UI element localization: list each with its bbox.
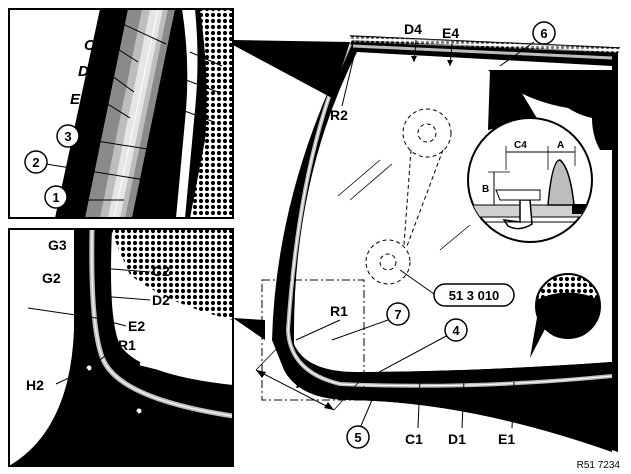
part-number-tag: 51 3 010 <box>399 269 515 307</box>
label-h1: H1 <box>92 429 110 445</box>
label-e1: E1 <box>498 431 515 447</box>
label-c4: C4 <box>514 140 527 151</box>
label-e2: E2 <box>128 318 145 334</box>
label-g1: G1 <box>158 447 177 463</box>
label-g3: G3 <box>48 237 67 253</box>
label-a: A <box>97 13 109 30</box>
windshield-main <box>272 35 621 452</box>
svg-text:6: 6 <box>540 26 547 41</box>
callout-6: 6 <box>499 21 556 67</box>
svg-text:3: 3 <box>64 129 71 144</box>
mirror-mount <box>365 108 452 285</box>
label-e3: E3 <box>70 91 89 108</box>
label-d3: D3 <box>78 63 98 80</box>
dimension-f: F <box>255 339 366 411</box>
label-r1-inset: R1 <box>118 337 136 353</box>
label-e4: E4 <box>442 25 459 41</box>
inset-bottom: G3 G2 C2 D2 E2 R1 H2 H1 G1 <box>8 228 234 467</box>
label-f: F <box>296 375 306 392</box>
label-c2: C2 <box>152 263 170 279</box>
svg-text:2: 2 <box>32 155 39 170</box>
dot-pattern-bubble <box>530 273 601 358</box>
callout-2: 2 <box>24 150 171 185</box>
callout-7: 7 <box>331 302 410 341</box>
label-c3: C3 <box>84 37 104 54</box>
figure-reference: R51 7234 <box>577 460 621 471</box>
label-g2: G2 <box>42 270 61 286</box>
callout-5: 5 <box>346 399 373 449</box>
callout-1: 1 <box>44 185 124 209</box>
label-c1: C1 <box>405 431 423 447</box>
callout-3: 3 <box>56 124 167 153</box>
label-b: B <box>482 184 489 195</box>
svg-text:7: 7 <box>394 307 401 322</box>
svg-text:5: 5 <box>354 430 361 445</box>
svg-text:1: 1 <box>52 190 59 205</box>
label-r2: R2 <box>330 107 348 123</box>
inset-top: A C3 D3 E3 3 2 1 <box>8 8 234 219</box>
label-a-detail: A <box>557 140 564 151</box>
label-r1: R1 <box>330 303 348 319</box>
section-detail: C4 A B <box>467 70 593 243</box>
svg-text:4: 4 <box>452 323 460 338</box>
label-d1: D1 <box>448 431 466 447</box>
label-d4: D4 <box>404 21 422 37</box>
label-h2: H2 <box>26 377 44 393</box>
svg-text:51 3 010: 51 3 010 <box>449 288 500 303</box>
label-d2: D2 <box>152 292 170 308</box>
callout-4: 4 <box>367 318 468 379</box>
